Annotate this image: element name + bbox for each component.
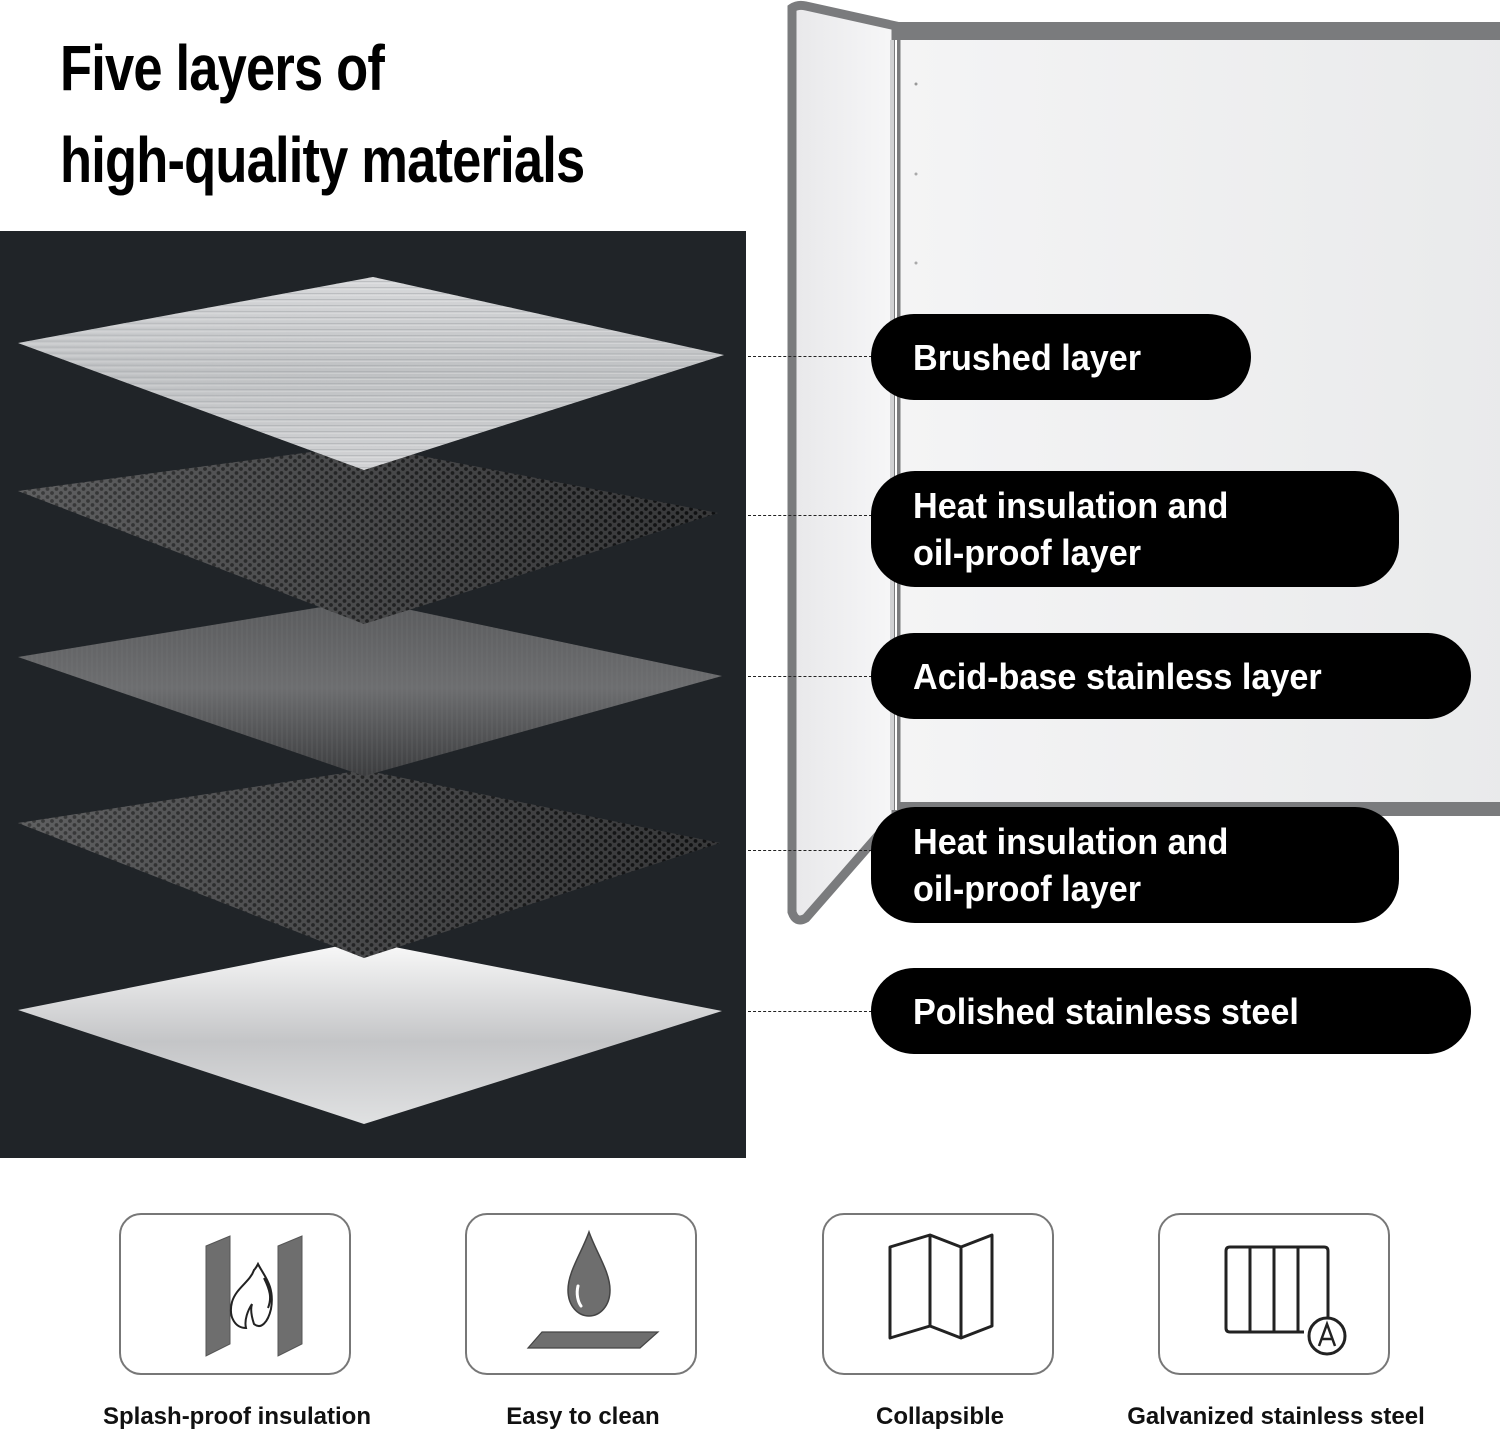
layer-label-heat-insulation-2: Heat insulation and oil-proof layer	[871, 807, 1399, 923]
feature-label: Easy to clean	[506, 1403, 660, 1430]
layers-illustration	[0, 231, 746, 1158]
layer-brushed	[18, 277, 724, 470]
leader-line-5	[748, 1011, 872, 1012]
feature-splash-proof: Splash-proof insulation	[103, 1213, 371, 1430]
layer-perforated-1	[18, 445, 718, 624]
feature-label: Collapsible	[875, 1403, 1005, 1430]
title-line-1: Five layers of	[60, 32, 385, 104]
layer-label-polished: Polished stainless steel	[871, 968, 1471, 1054]
feature-icon-frame	[1158, 1213, 1390, 1375]
feature-collapsible: Collapsible	[822, 1213, 1058, 1430]
layer-polished	[18, 941, 722, 1124]
layer-perforated-2	[18, 770, 720, 958]
layer-label-acid-base: Acid-base stainless layer	[871, 633, 1471, 719]
feature-galvanized: Galvanized stainless steel	[1127, 1213, 1425, 1430]
layer-label-heat-insulation-1: Heat insulation and oil-proof layer	[871, 471, 1399, 587]
feature-label: Splash-proof insulation	[103, 1403, 371, 1430]
feature-label: Galvanized stainless steel	[1127, 1403, 1425, 1430]
page-title: Five layers of high-quality materials	[60, 22, 585, 206]
feature-icon-frame	[465, 1213, 697, 1375]
feature-icon-frame	[822, 1213, 1054, 1375]
feature-icon-frame	[119, 1213, 351, 1375]
feature-easy-clean: Easy to clean	[465, 1213, 701, 1430]
layer-label-brushed: Brushed layer	[871, 314, 1251, 400]
galvanized-steel-icon	[1224, 1245, 1347, 1356]
leader-line-1	[748, 356, 872, 357]
leader-line-4	[748, 850, 872, 851]
water-drop-icon	[526, 1229, 660, 1349]
leader-line-3	[748, 676, 872, 677]
fire-barrier-icon	[205, 1235, 303, 1357]
title-line-2: high-quality materials	[60, 124, 585, 196]
layer-acid-base	[18, 600, 722, 776]
leader-line-2	[748, 515, 872, 516]
folding-panel-icon	[888, 1233, 994, 1340]
